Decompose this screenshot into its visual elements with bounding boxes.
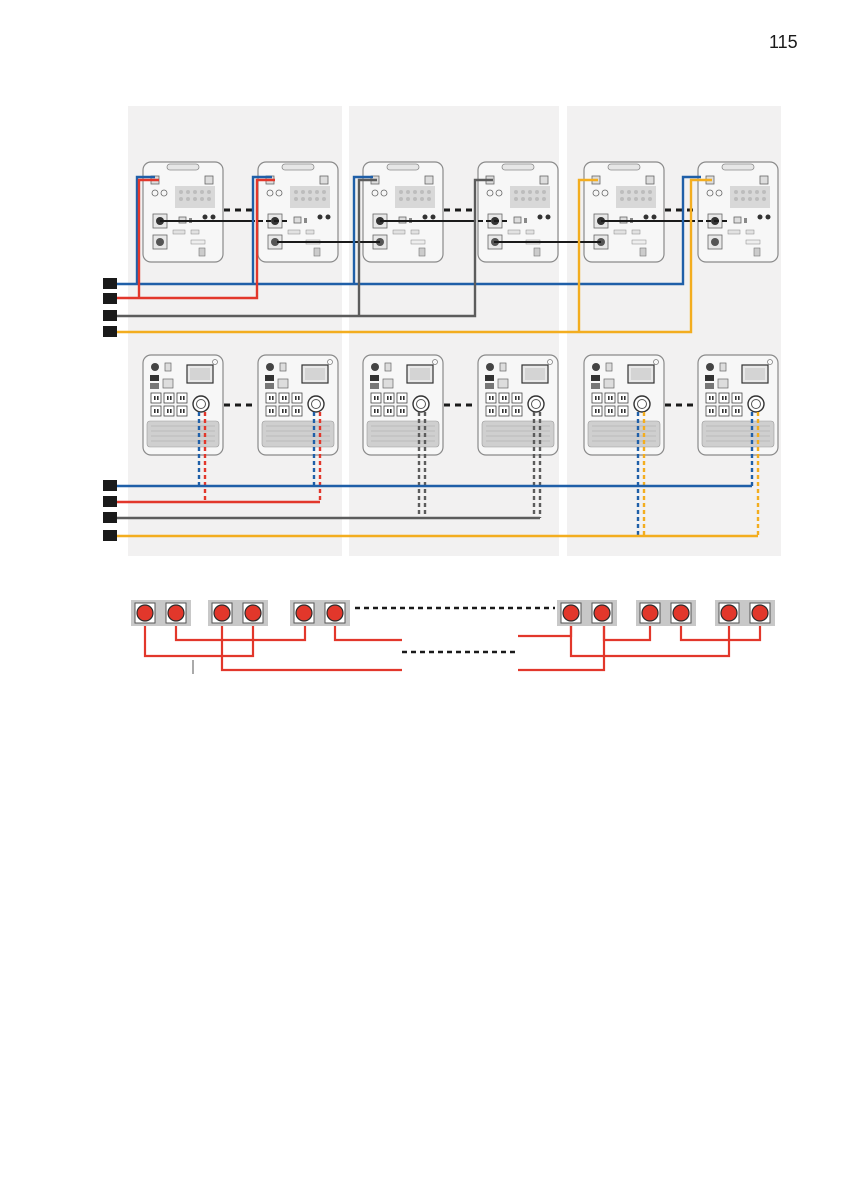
front-unit-5 bbox=[584, 355, 664, 455]
plug-icon bbox=[103, 496, 117, 507]
rear-unit-3 bbox=[363, 162, 443, 262]
terminal-pair-2 bbox=[208, 600, 268, 626]
rear-unit-5 bbox=[584, 162, 664, 262]
terminal-pair-4 bbox=[557, 600, 617, 626]
terminal-pair-1 bbox=[131, 600, 191, 626]
plug-icon bbox=[103, 512, 117, 523]
plug-icon bbox=[103, 326, 117, 337]
rear-unit-4 bbox=[478, 162, 558, 262]
front-unit-2 bbox=[258, 355, 338, 455]
front-unit-4 bbox=[478, 355, 558, 455]
terminal-chain bbox=[131, 600, 775, 674]
terminal-pair-3 bbox=[290, 600, 350, 626]
front-unit-3 bbox=[363, 355, 443, 455]
front-plugs bbox=[103, 480, 117, 541]
plug-icon bbox=[103, 310, 117, 321]
plug-icon bbox=[103, 530, 117, 541]
terminal-pair-5 bbox=[636, 600, 696, 626]
rear-plugs bbox=[103, 278, 117, 337]
plug-icon bbox=[103, 480, 117, 491]
rear-unit-6 bbox=[698, 162, 778, 262]
front-unit-6 bbox=[698, 355, 778, 455]
plug-icon bbox=[103, 293, 117, 304]
terminal-pair-6 bbox=[715, 600, 775, 626]
plug-icon bbox=[103, 278, 117, 289]
front-unit-1 bbox=[143, 355, 223, 455]
